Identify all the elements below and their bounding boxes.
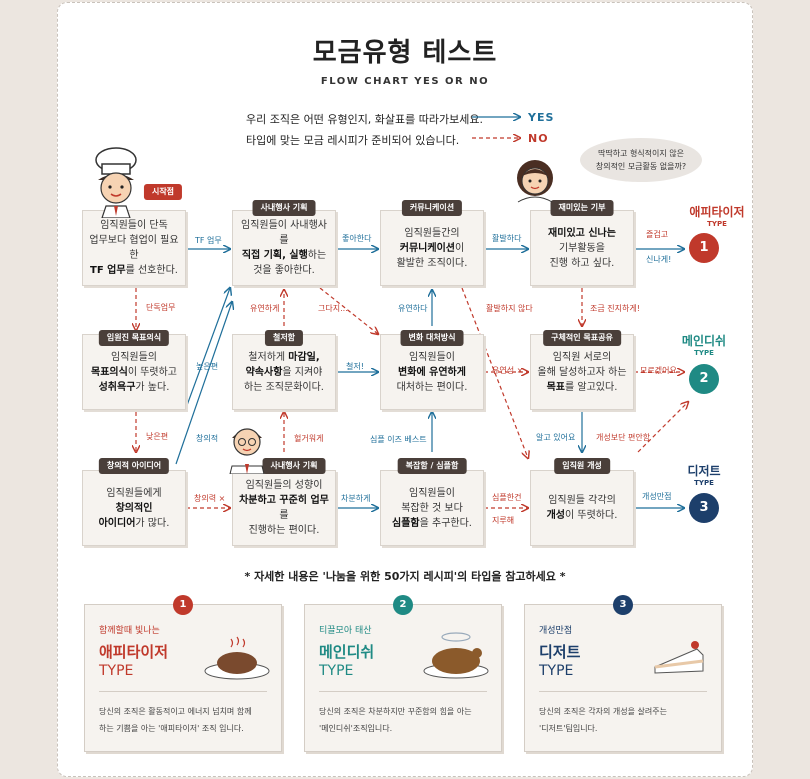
tag-goal-awareness: 임원진 목표의식 bbox=[98, 330, 170, 346]
label-active: 활발하다 bbox=[492, 234, 522, 243]
result-3-badge: 3 bbox=[689, 493, 719, 523]
legend-yes: YES bbox=[528, 111, 555, 124]
label-serious: 조금 진지하게! bbox=[590, 304, 640, 313]
card-main-dish: 2 티끌모아 태산 메인디쉬 TYPE 당신의 조직은 차분하지만 꾸준함의 힘… bbox=[304, 595, 502, 752]
tag-thoroughness: 철저함 bbox=[264, 330, 304, 346]
worker-icon bbox=[229, 428, 265, 474]
label-calm: 차분하게 bbox=[341, 494, 371, 503]
tag-individuality: 임직원 개성 bbox=[554, 458, 610, 474]
card-main-kicker: 티끌모아 태산 bbox=[319, 626, 372, 636]
cake-icon bbox=[654, 641, 704, 674]
label-low: 낮은편 bbox=[146, 432, 169, 441]
card-dessert-kicker: 개성만점 bbox=[539, 626, 573, 636]
label-sloppy: 헐거워게 bbox=[294, 434, 324, 443]
label-so: 그다지... bbox=[318, 304, 348, 313]
roast-chicken-icon bbox=[423, 632, 489, 679]
woman-icon bbox=[517, 160, 553, 203]
tag-start: 시작점 bbox=[143, 184, 183, 200]
result-1-name: 애피타이저 bbox=[689, 205, 745, 219]
card-appetizer-name: 애피타이저 bbox=[99, 643, 169, 661]
card-main-desc: 당신의 조직은 차분하지만 꾸준함의 힘을 아는'메인디쉬'조직입니다. bbox=[319, 707, 472, 733]
card-main-badge: 2 bbox=[393, 595, 413, 615]
label-flex: 유연하게 bbox=[250, 304, 280, 313]
label-creativex: 창의력 × bbox=[194, 494, 226, 503]
label-notactive: 활발하지 않다 bbox=[486, 304, 533, 313]
result-1-type: TYPE bbox=[707, 220, 727, 228]
label-exciting: 신나게! bbox=[646, 255, 672, 264]
card-main-name: 메인디쉬 bbox=[319, 643, 375, 661]
label-knowing: 알고 있어요 bbox=[536, 433, 576, 442]
tag-steady-work: 사내행사 기획 bbox=[262, 458, 326, 474]
card-dessert: 3 개성만점 디저트 TYPE 당신의 조직은 각자의 개성을 살려주는'디저트… bbox=[524, 595, 722, 752]
steak-icon bbox=[204, 636, 270, 680]
tag-goal-sharing: 구체적인 목표공유 bbox=[543, 330, 621, 346]
page-title: 모금유형 테스트 bbox=[312, 38, 498, 68]
result-3-name: 디저트 bbox=[687, 464, 721, 478]
intro-line-2: 타입에 맞는 모금 레시피가 준비되어 있습니다. bbox=[246, 134, 460, 147]
label-hard: 지루해 bbox=[492, 516, 515, 525]
label-tf: TF 업무 bbox=[195, 236, 222, 245]
legend-no: NO bbox=[528, 132, 549, 145]
label-uniquefull: 개성만점 bbox=[642, 492, 672, 501]
result-1-badge: 1 bbox=[689, 233, 719, 263]
label-dunno: 모르겠어요 bbox=[640, 366, 677, 375]
card-main-type: TYPE bbox=[319, 663, 354, 679]
label-flexn: 유연성 × bbox=[492, 366, 524, 375]
result-2-name: 메인디쉬 bbox=[681, 334, 727, 348]
intro-line-1: 우리 조직은 어떤 유형인지, 화살표를 따라가보세요. bbox=[246, 113, 483, 126]
card-dessert-name: 디저트 bbox=[539, 643, 581, 661]
card-appetizer-kicker: 함께할때 빛나는 bbox=[99, 626, 160, 636]
card-appetizer-badge: 1 bbox=[173, 595, 193, 615]
tag-communication: 커뮤니케이션 bbox=[401, 200, 463, 216]
label-fun: 즐겁고 bbox=[646, 230, 669, 239]
label-creative: 창의적 bbox=[196, 434, 219, 443]
label-like: 좋아한다 bbox=[342, 234, 372, 243]
reference-note: * 자세한 내용은 '나눔을 위한 50가지 레시피'의 타입을 참고하세요 * bbox=[244, 570, 566, 583]
label-strict: 철저! bbox=[346, 362, 364, 371]
result-3-type: TYPE bbox=[694, 479, 714, 487]
card-dessert-desc: 당신의 조직은 각자의 개성을 살려주는'디저트'팀입니다. bbox=[539, 707, 667, 733]
chef-icon bbox=[95, 147, 137, 218]
page-subtitle: FLOW CHART YES OR NO bbox=[320, 76, 490, 87]
card-appetizer-type: TYPE bbox=[99, 663, 134, 679]
tag-change-handling: 변화 대처방식 bbox=[400, 330, 464, 346]
result-2-type: TYPE bbox=[694, 349, 714, 357]
label-solo: 단독업무 bbox=[146, 303, 176, 312]
label-simple: 심플 이즈 베스트 bbox=[370, 435, 427, 444]
label-high: 높은편 bbox=[196, 362, 219, 371]
result-2-badge: 2 bbox=[689, 364, 719, 394]
tag-event-planning: 사내행사 기획 bbox=[252, 200, 316, 216]
label-unique: 개성보단 편안함 bbox=[596, 433, 651, 442]
card-dessert-type: TYPE bbox=[539, 663, 574, 679]
tag-fun-donation: 재미있는 기부 bbox=[550, 200, 614, 216]
label-flexy: 유연하다 bbox=[398, 304, 428, 313]
card-appetizer: 1 함께할때 빛나는 애피타이저 TYPE 당신의 조직은 활동적이고 에너지 … bbox=[84, 595, 282, 752]
tag-creative-ideas: 창의적 아이디어 bbox=[98, 458, 170, 474]
card-dessert-badge: 3 bbox=[613, 595, 633, 615]
tag-simplicity: 복잡함 / 심플함 bbox=[397, 458, 467, 474]
label-simplecomplex: 심플한건 bbox=[492, 493, 522, 502]
